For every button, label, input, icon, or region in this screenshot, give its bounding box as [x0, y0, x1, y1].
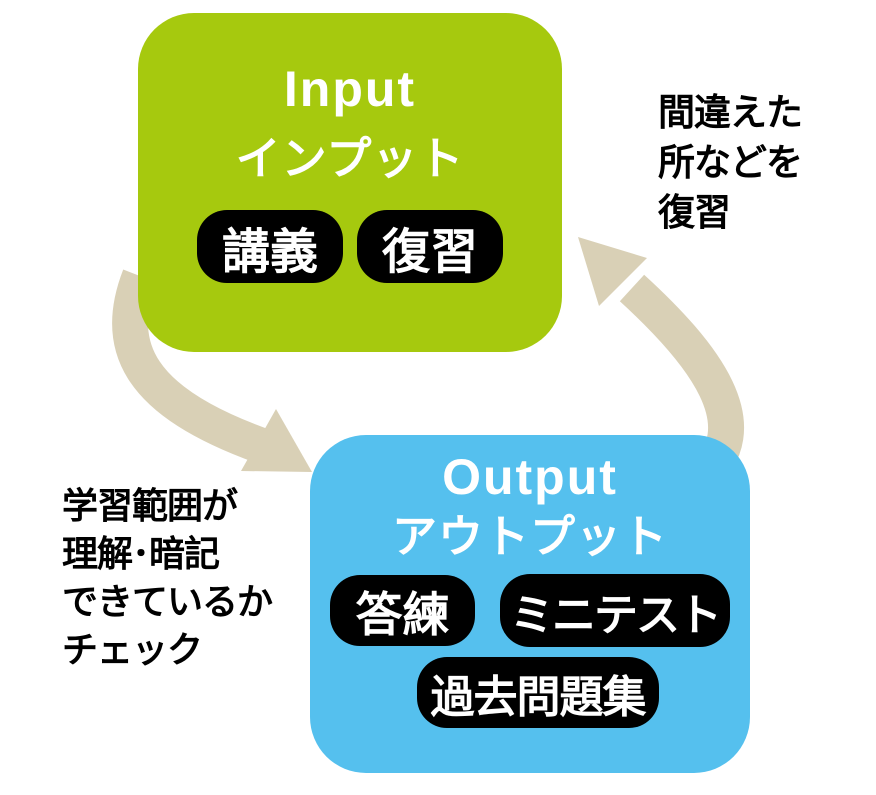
arrow-input-to-output-icon [112, 269, 312, 472]
input-box: Input インプット 講義 復習 [138, 13, 562, 352]
pill-practice-exam: 答練 [330, 575, 475, 646]
input-pill-row: 講義 復習 [138, 210, 562, 283]
comprehension-check-note: 学習範囲が 理解･暗記 できているか チェック [62, 485, 273, 670]
output-title-en: Output [442, 449, 618, 505]
output-pill-row-2: 過去問題集 [318, 657, 758, 728]
input-title-ja: インプット [235, 133, 465, 184]
input-title-en: Input [283, 61, 417, 117]
output-pill-row-1: 答練 ミニテスト [310, 574, 750, 647]
pill-review: 復習 [357, 210, 503, 283]
output-title-ja: アウトプット [391, 511, 668, 562]
output-box: Output アウトプット 答練 ミニテスト 過去問題集 [310, 435, 750, 773]
pill-past-questions: 過去問題集 [417, 657, 659, 728]
pill-mini-test: ミニテスト [500, 574, 730, 647]
pill-lecture: 講義 [197, 210, 343, 283]
review-mistakes-note: 間違えた 所などを 復習 [658, 92, 803, 233]
